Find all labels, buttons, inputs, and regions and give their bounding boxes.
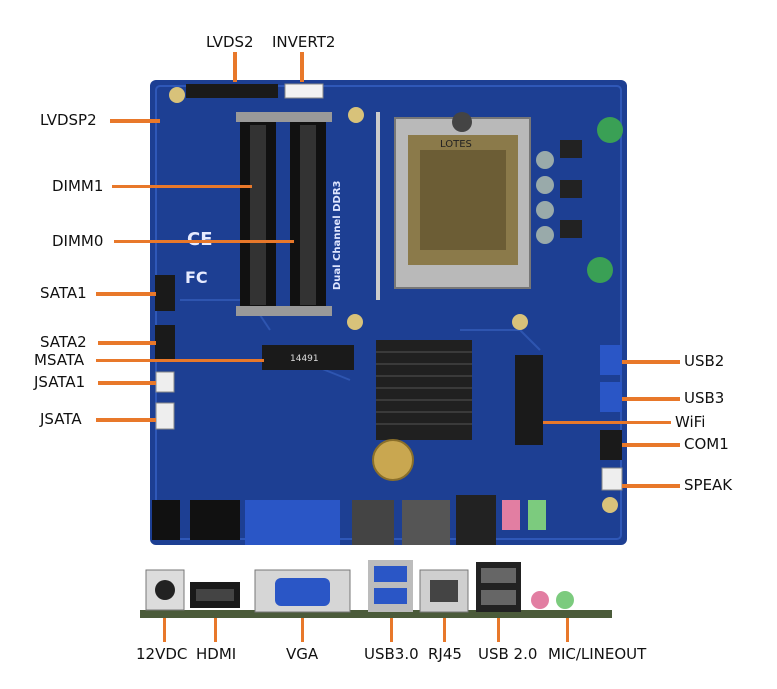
arrow-lvdsp2	[110, 119, 160, 123]
arrow-vga	[301, 618, 304, 642]
label-12vdc: 12VDC	[136, 645, 188, 663]
jsata-power	[155, 402, 175, 430]
label-dimm1: DIMM1	[52, 177, 104, 195]
cmos-battery	[372, 439, 414, 481]
arrow-sata2	[98, 341, 156, 345]
label-speak: SPEAK	[684, 476, 733, 494]
wifi-slot	[515, 355, 543, 445]
label-msata: MSATA	[34, 351, 85, 369]
vrm-inductors	[536, 117, 623, 283]
arrow-mic	[566, 618, 569, 642]
label-com1: COM1	[684, 435, 729, 453]
label-hdmi: HDMI	[196, 645, 237, 663]
label-jsata: JSATA	[40, 410, 82, 428]
arrow-usb30	[390, 618, 393, 642]
label-lvdsp2: LVDSP2	[40, 111, 97, 129]
label-usb2: USB2	[684, 352, 725, 370]
label-usb30: USB3.0	[364, 645, 419, 663]
arrow-com1	[622, 443, 680, 447]
rear-io-on-board	[152, 495, 546, 545]
speak-header	[601, 467, 623, 491]
arrow-jsata	[96, 418, 156, 422]
label-sata2: SATA2	[40, 333, 87, 351]
arrow-speak	[622, 484, 680, 488]
arrow-wifi	[543, 421, 671, 424]
sata2-port	[155, 325, 175, 361]
arrow-usb2	[622, 360, 680, 364]
arrow-jsata1	[98, 381, 156, 385]
io-panel	[140, 560, 612, 618]
socket-brand-text: LOTES	[440, 139, 472, 150]
label-usb20: USB 2.0	[478, 645, 538, 663]
dimm-slot-label: Dual Channel DDR3	[332, 180, 343, 290]
arrow-rj45	[443, 618, 446, 642]
usb2-header	[600, 345, 622, 375]
label-lvds2: LVDS2	[206, 33, 254, 51]
label-dimm0: DIMM0	[52, 232, 104, 250]
label-invert2: INVERT2	[272, 33, 336, 51]
arrow-usb3	[622, 397, 680, 401]
label-mic-lineout: MIC/LINEOUT	[548, 645, 647, 663]
arrow-lvds2	[233, 52, 237, 82]
arrow-hdmi	[214, 618, 217, 642]
label-sata1: SATA1	[40, 284, 87, 302]
msata-slot	[262, 345, 354, 370]
arrow-dimm0	[114, 240, 294, 243]
arrow-dimm1	[112, 185, 252, 188]
lvds2-connector	[186, 84, 278, 98]
arrow-msata	[96, 359, 264, 362]
msata-chip-code: 14491	[290, 354, 319, 364]
jsata1-power	[155, 371, 175, 393]
arrow-sata1	[96, 292, 156, 296]
arrow-12vdc	[163, 618, 166, 642]
invert2-connector	[284, 83, 324, 99]
label-vga: VGA	[286, 645, 319, 663]
arrow-invert2	[300, 52, 304, 82]
label-wifi: WiFi	[675, 413, 706, 431]
fc-mark: FC	[185, 268, 208, 287]
label-jsata1: JSATA1	[34, 373, 86, 391]
ce-mark: CE	[187, 229, 213, 250]
cpu-socket	[376, 112, 531, 300]
label-usb3: USB3	[684, 389, 725, 407]
label-rj45: RJ45	[428, 645, 462, 663]
dimm-slots	[236, 112, 332, 316]
arrow-usb20	[497, 618, 500, 642]
sata1-port	[155, 275, 175, 311]
usb3-header	[600, 382, 622, 412]
com1-header	[600, 430, 622, 460]
